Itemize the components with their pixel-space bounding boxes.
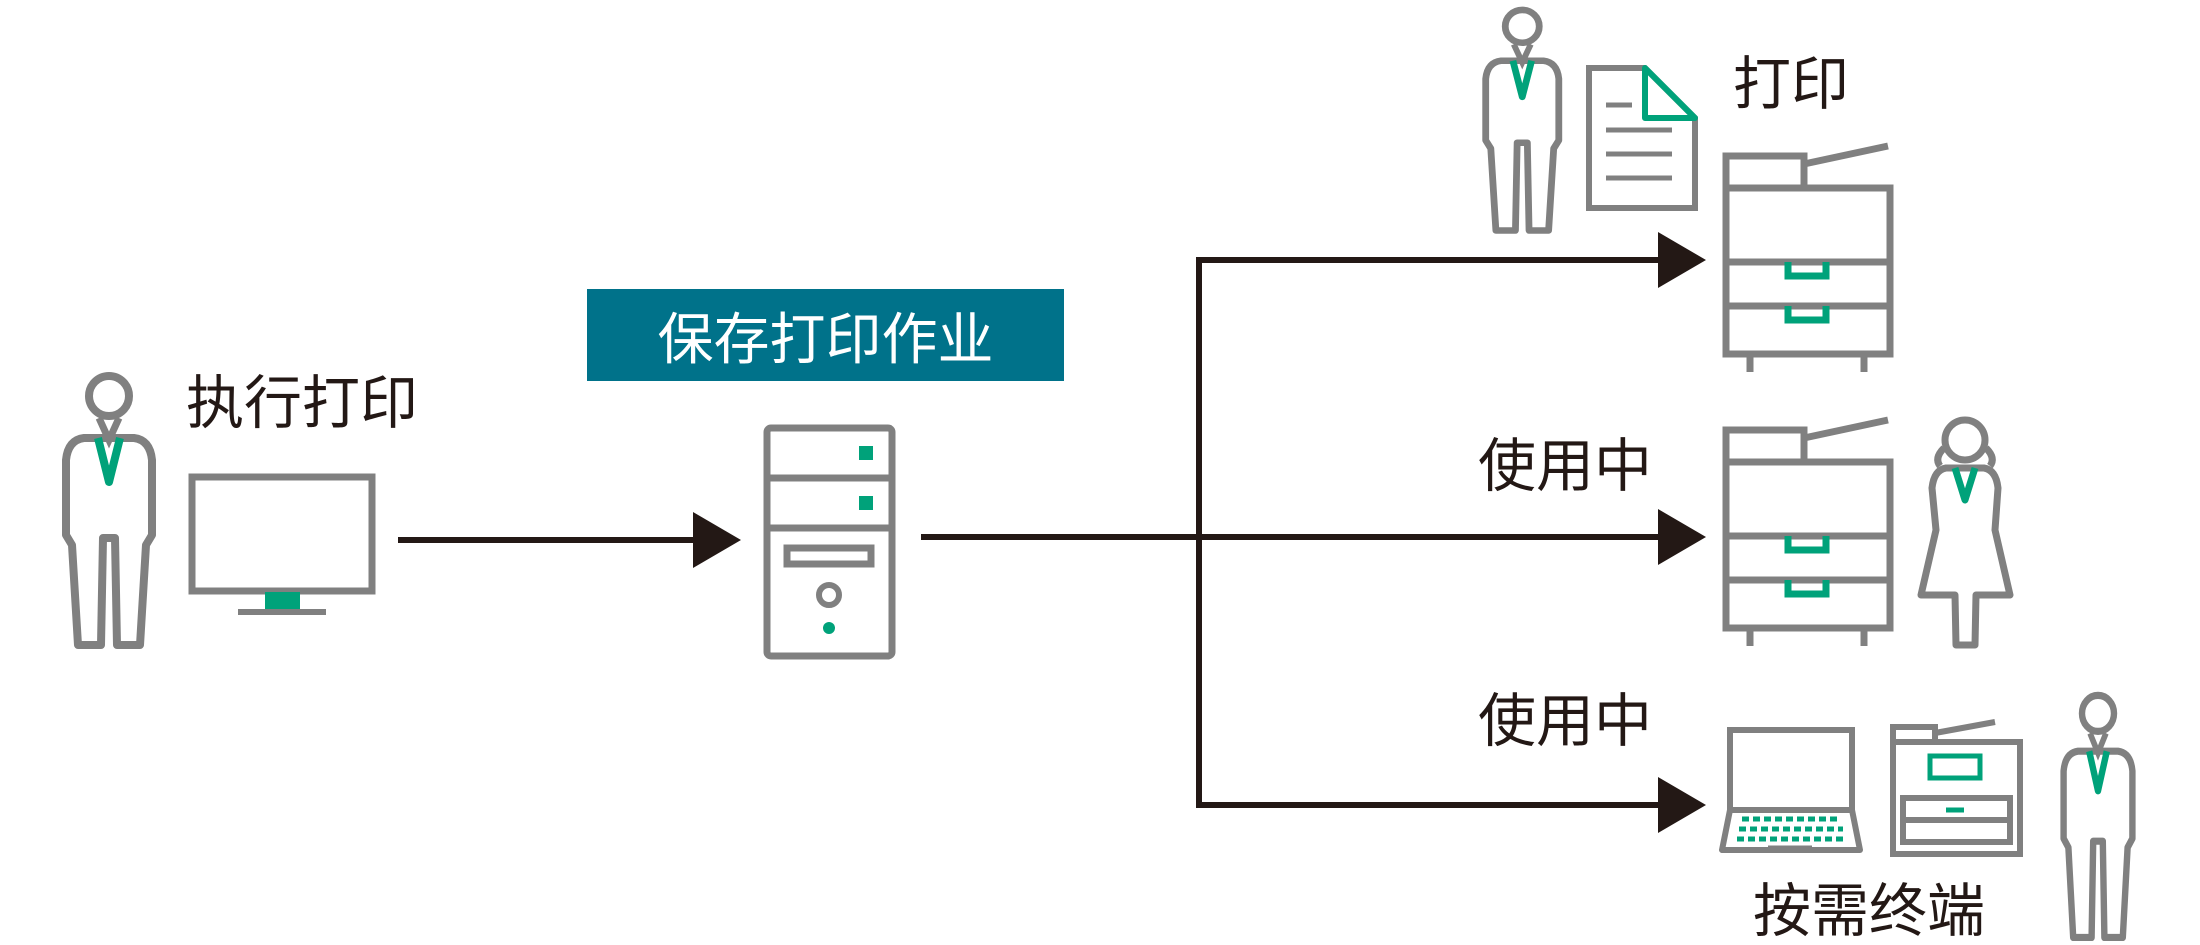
person-icon bbox=[66, 376, 152, 645]
execute-print-label: 执行打印 bbox=[186, 369, 419, 437]
printer-icon bbox=[1726, 146, 1890, 372]
in-use-label-middle: 使用中 bbox=[1478, 432, 1653, 500]
laptop-icon bbox=[1719, 727, 1863, 853]
print-label: 打印 bbox=[1733, 50, 1850, 118]
save-job-banner: 保存打印作业 bbox=[587, 289, 1064, 381]
terminal-printer-icon bbox=[1890, 719, 2023, 857]
person-icon bbox=[1486, 10, 1559, 231]
woman-icon bbox=[1917, 416, 2014, 649]
monitor-icon bbox=[188, 473, 376, 615]
server-icon bbox=[763, 424, 896, 660]
document-icon bbox=[1586, 65, 1698, 211]
printer-icon bbox=[1726, 420, 1890, 646]
save-job-banner-bg bbox=[587, 289, 1064, 381]
in-use-label-bottom: 使用中 bbox=[1478, 687, 1653, 755]
on-demand-terminal-label: 按需终端 bbox=[1753, 877, 1986, 945]
person-icon bbox=[2064, 695, 2133, 937]
branch-arrows bbox=[921, 232, 1706, 833]
save-job-label: 保存打印作业 bbox=[657, 307, 994, 373]
arrow-to-server bbox=[398, 512, 741, 568]
